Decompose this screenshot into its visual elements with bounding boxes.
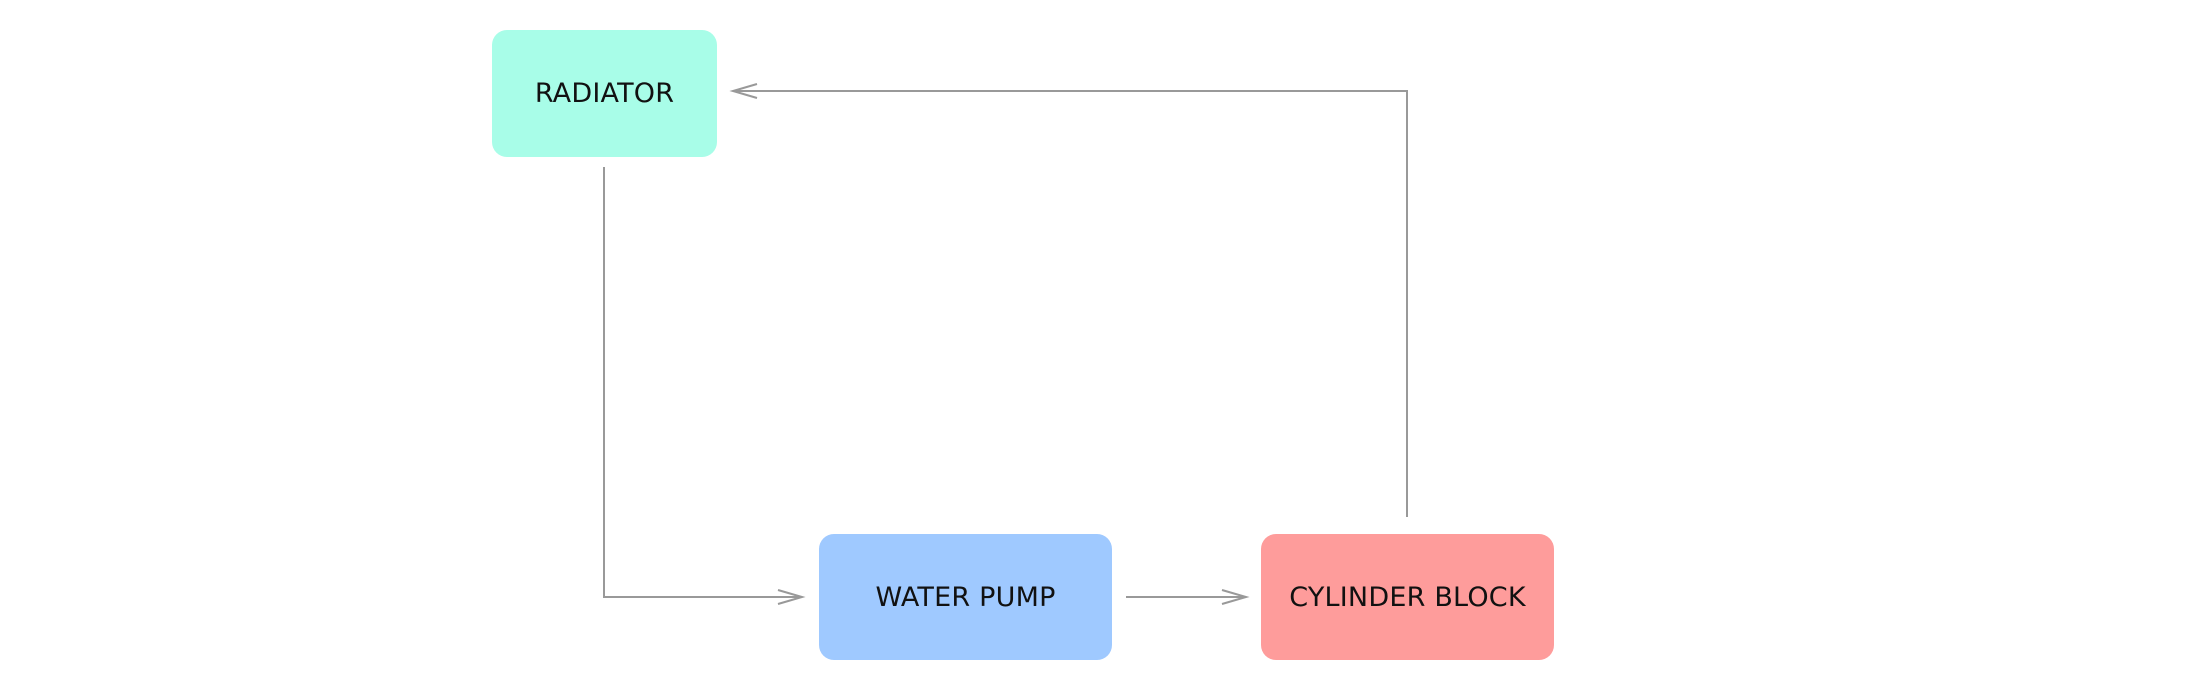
- edge-radiator-to-water-pump: [603, 167, 800, 598]
- arrowhead-water-pump: [777, 589, 806, 605]
- arrowhead-radiator: [729, 83, 758, 99]
- edge-cylinder-block-to-radiator: [733, 90, 1408, 517]
- water-pump-node: WATER PUMP: [819, 534, 1112, 660]
- arrowhead-cylinder-block: [1221, 589, 1250, 605]
- radiator-node: RADIATOR: [492, 30, 717, 157]
- cylinder-block-node: CYLINDER BLOCK: [1261, 534, 1554, 660]
